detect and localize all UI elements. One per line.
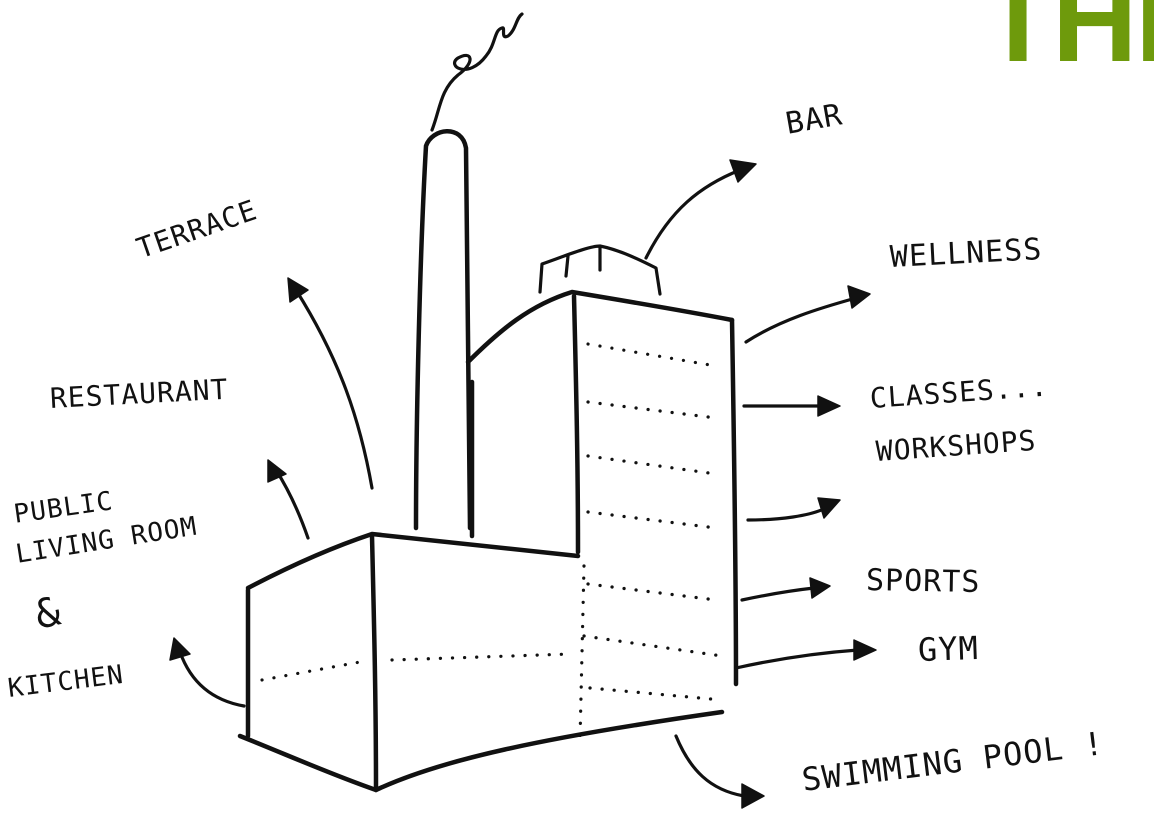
tower-windows (586, 342, 718, 602)
arrow-kitchen (178, 650, 246, 708)
label-wellness: WELLNESS (889, 232, 1044, 275)
arrow-terrace-head (287, 277, 309, 303)
arrow-bar (644, 168, 742, 260)
arrow-gym (734, 648, 860, 670)
arrow-restaurant-head (267, 459, 287, 483)
low-block-base (237, 709, 725, 793)
chimney (413, 129, 473, 531)
arrow-kitchen-head (169, 637, 191, 661)
arrow-pool (674, 734, 746, 798)
arrow-sports-head (809, 577, 831, 599)
low-block-corner (369, 533, 379, 793)
tower-roof (465, 289, 735, 365)
low-block-column (578, 564, 586, 742)
low-block-floor (260, 652, 572, 682)
tower-windows-lower (582, 634, 724, 702)
smoke-curl (430, 12, 524, 132)
arrow-sports (740, 586, 816, 602)
arrow-bar-head (729, 159, 757, 183)
arrow-terrace (294, 288, 374, 490)
arrow-gym-head (853, 639, 877, 661)
label-gym: GYM (917, 628, 980, 669)
tower-wall-right (729, 317, 739, 687)
page-heading: THI (982, 0, 1154, 87)
tower-cornice (538, 244, 662, 296)
label-sports: SPORTS (865, 563, 981, 600)
arrow-wellness-head (847, 285, 871, 309)
arrow-workshops-head (817, 497, 841, 519)
arrow-workshops (746, 506, 828, 522)
low-block-top (245, 531, 581, 591)
arrow-restaurant (274, 468, 310, 540)
tower-wall-middle (571, 293, 581, 555)
arrow-classes-head (817, 395, 841, 417)
arrow-wellness (744, 296, 858, 344)
arrow-pool-head (741, 783, 765, 809)
